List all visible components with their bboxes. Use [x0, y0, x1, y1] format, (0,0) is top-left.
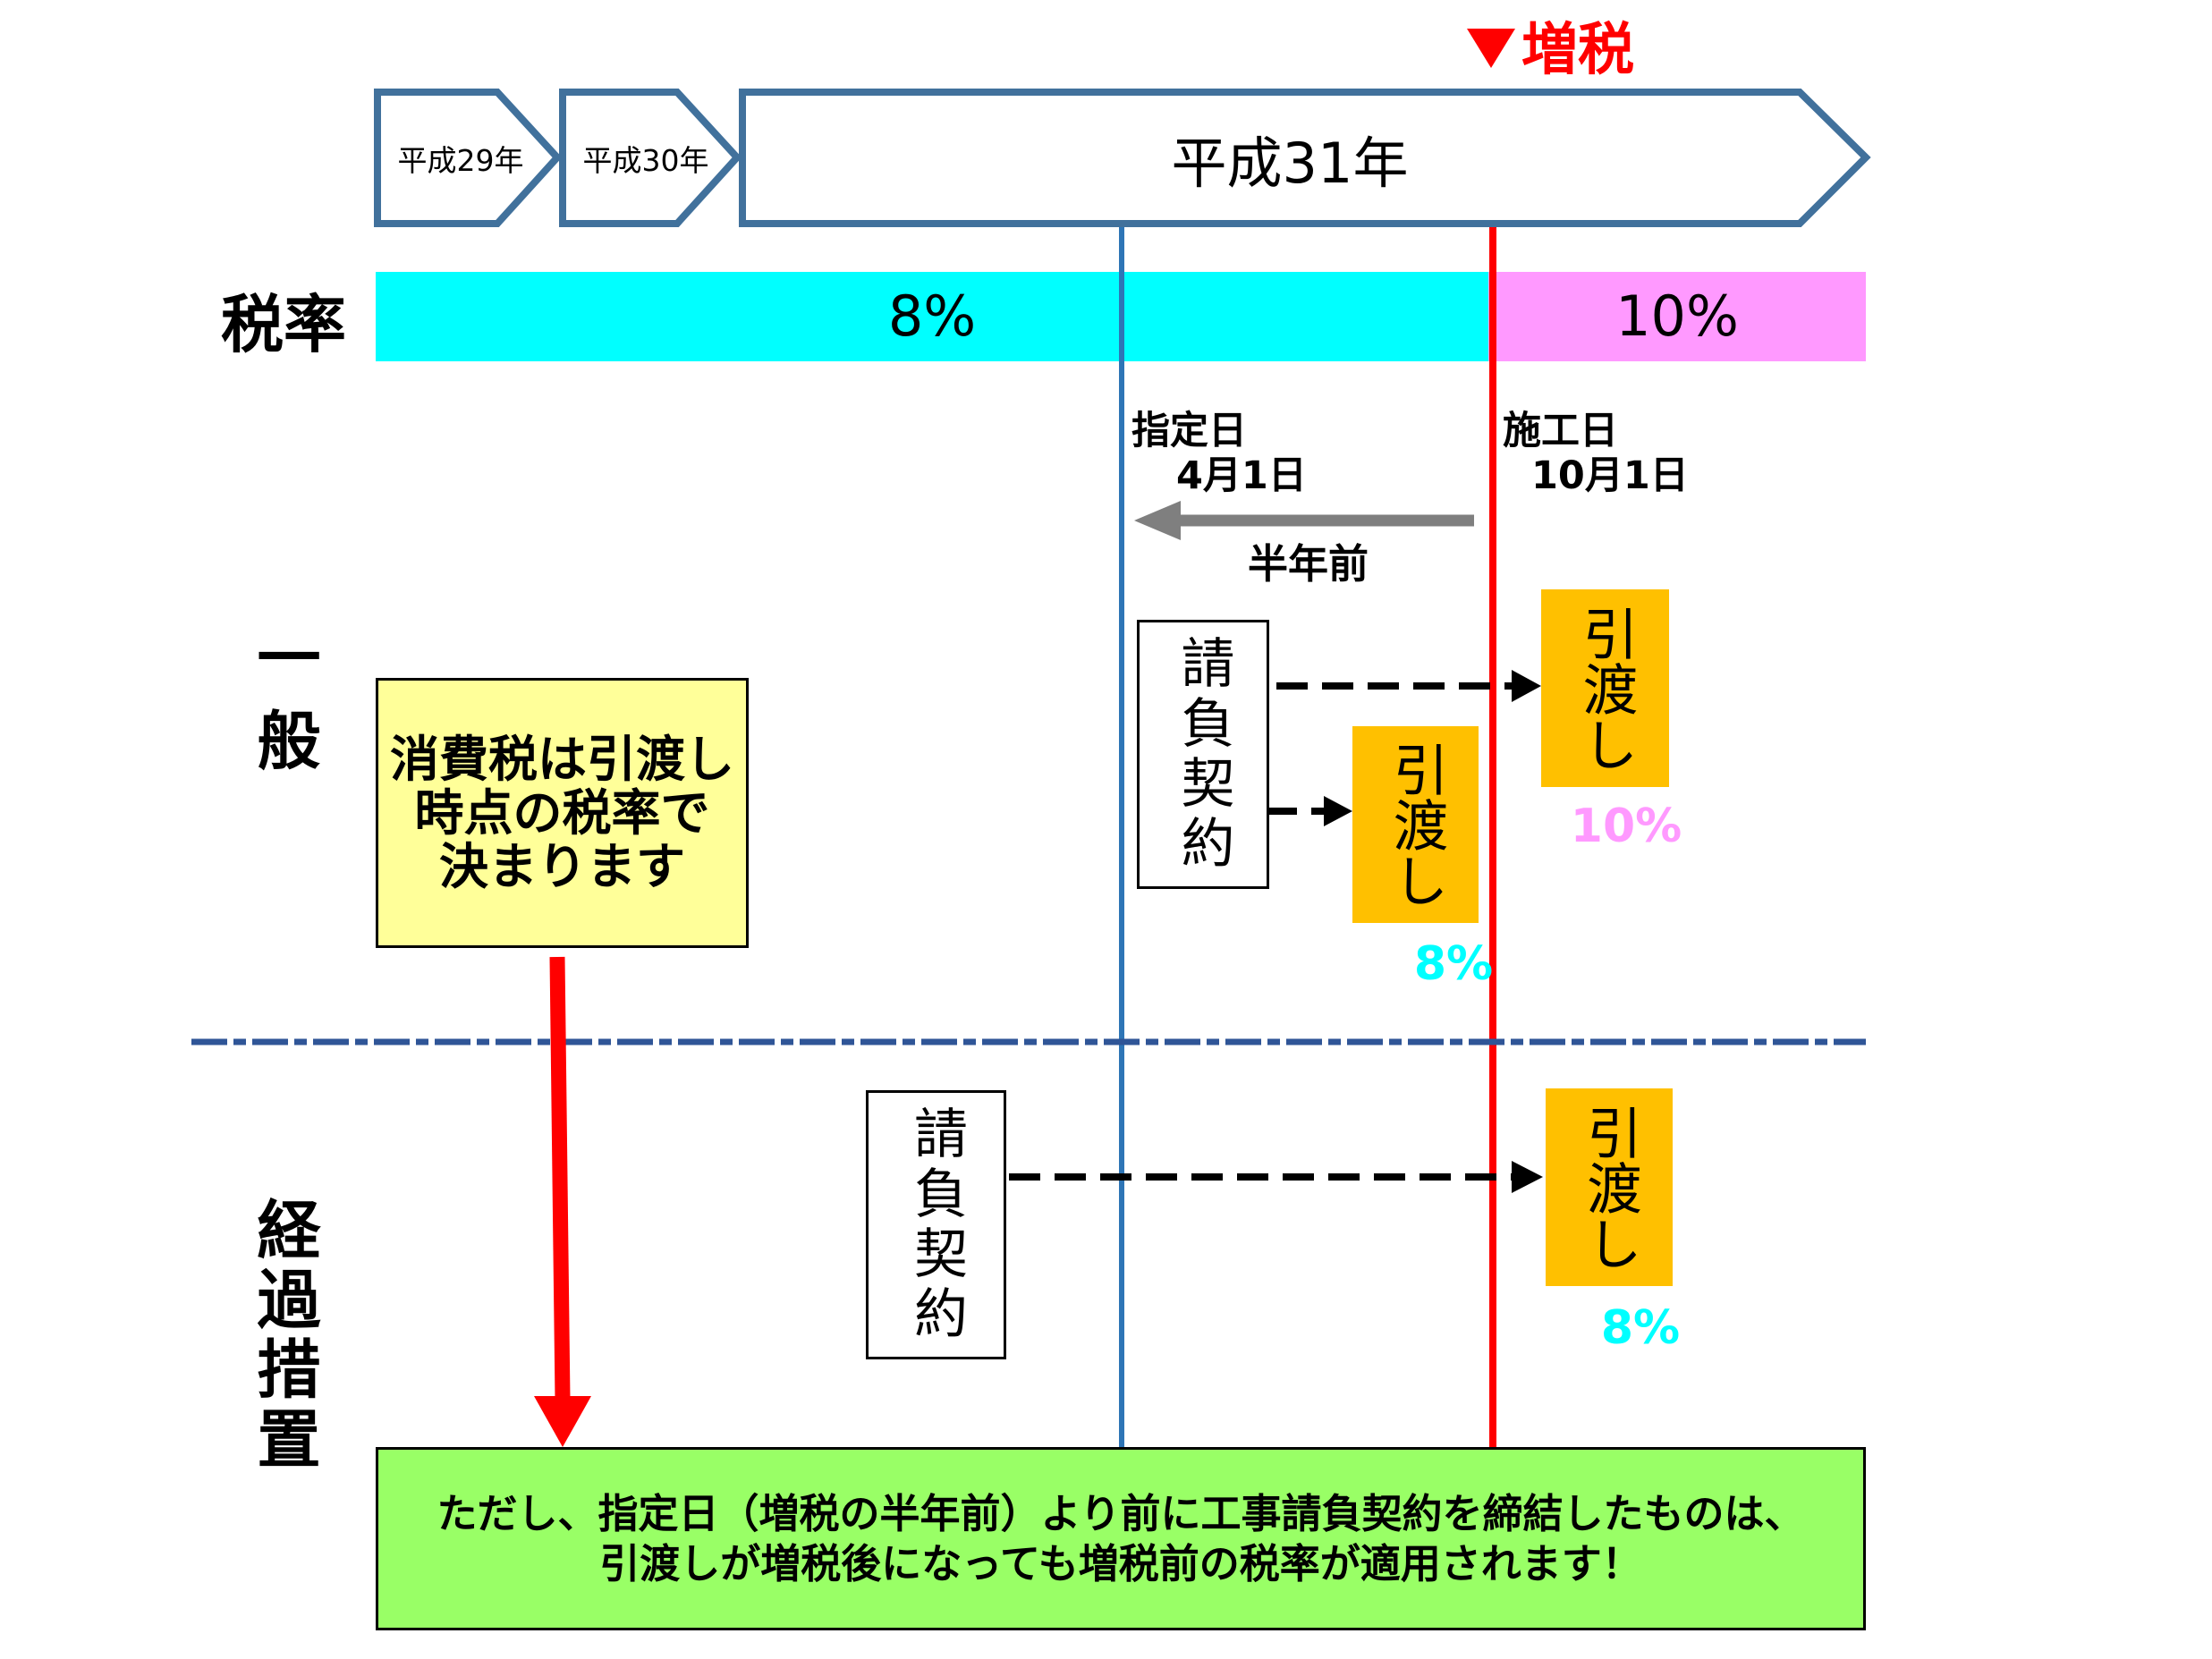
arrow-right-icon	[1512, 1161, 1543, 1193]
contract-to-delivery-arrow-8	[1266, 796, 1352, 826]
note-down-arrow-shaft	[549, 956, 571, 1401]
contract-label: 請負契約	[1172, 634, 1234, 875]
general-section-label: 一般	[247, 624, 321, 791]
transitional-contract-box: 請負契約	[866, 1090, 1006, 1359]
footnote-line: ただし、指定日（増税の半年前）より前に工事請負契約を締結したものは、	[436, 1489, 1805, 1537]
contract-to-delivery-arrow-10	[1276, 670, 1541, 702]
arrow-right-icon	[1512, 670, 1541, 702]
rate-before-bar: 8%	[376, 272, 1488, 361]
rate-rule-note: 消費税は引渡し 時点の税率で 決まります	[376, 678, 749, 948]
timeline-label-h31: 平成31年	[1171, 130, 1409, 196]
timeline-label-h30: 平成30年	[582, 142, 709, 178]
note-line: 時点の税率で	[414, 784, 710, 842]
down-triangle-icon	[1467, 29, 1515, 68]
timeline-chevron-h30	[559, 89, 742, 227]
tax-rate-label: 税率	[221, 287, 346, 361]
footnote-line: 引渡しが増税後になっても増税前の税率が適用されます！	[599, 1539, 1642, 1587]
transitional-footnote: ただし、指定日（増税の半年前）より前に工事請負契約を締結したものは、 引渡しが増…	[376, 1447, 1866, 1630]
timeline-label-h29: 平成29年	[397, 142, 524, 178]
tax-increase-marker: 増税	[1463, 16, 1651, 84]
delivery-label: 引渡し	[1572, 605, 1639, 772]
arrow-down-icon	[534, 1396, 591, 1447]
note-down-arrow	[534, 956, 591, 1447]
effective-date-value: 10月1日	[1531, 453, 1689, 498]
general-delivery-box-before: 引渡し	[1352, 726, 1479, 923]
rate-after-bar: 10%	[1488, 272, 1866, 361]
note-line: 消費税は引渡し	[389, 731, 734, 788]
arrow-right-icon	[1324, 796, 1352, 826]
arrow-left-icon	[1134, 501, 1181, 540]
general-contract-box: 請負契約	[1137, 620, 1269, 889]
transitional-contract-to-delivery-arrow	[1009, 1161, 1543, 1193]
half-year-back-arrow	[1134, 501, 1474, 540]
effective-date-label: 施工日	[1503, 409, 1618, 453]
rate-before-label: 8%	[887, 284, 977, 349]
timeline-chevron-h31	[739, 89, 1871, 227]
delivery-rate-after: 10%	[1570, 800, 1682, 853]
transitional-delivery-rate: 8%	[1600, 1301, 1681, 1355]
contract-label: 請負契約	[904, 1105, 968, 1345]
general-delivery-box-after: 引渡し	[1541, 589, 1669, 787]
transitional-section-label: 経過措置	[247, 1197, 321, 1476]
designated-date-value: 4月1日	[1176, 453, 1307, 498]
transitional-delivery-box: 引渡し	[1546, 1088, 1673, 1286]
delivery-rate-before: 8%	[1413, 937, 1494, 991]
half-year-gap-label: 半年前	[1248, 540, 1369, 588]
timeline-chevron-h29	[374, 89, 563, 227]
tax-increase-label: 増税	[1521, 17, 1634, 82]
rate-after-label: 10%	[1615, 284, 1739, 349]
note-line: 決まります	[438, 838, 685, 895]
designated-date-label: 指定日	[1131, 409, 1247, 453]
delivery-label: 引渡し	[1383, 741, 1449, 908]
delivery-label: 引渡し	[1577, 1104, 1642, 1271]
